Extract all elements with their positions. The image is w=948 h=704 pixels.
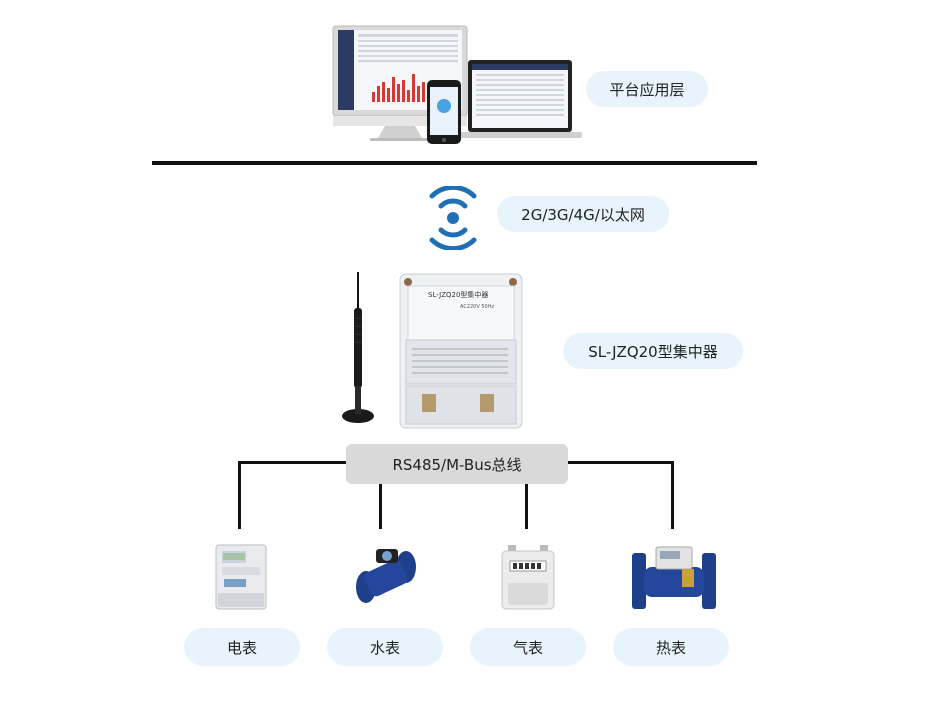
concentrator-device-illustration [340, 268, 530, 430]
bus-line-left [238, 461, 348, 464]
water-meter-icon [352, 541, 418, 611]
bus-drop-water [379, 484, 382, 529]
concentrator-label: SL-JZQ20型集中器 [563, 333, 743, 369]
gas-meter-icon [500, 545, 556, 611]
wireless-signal-icon [426, 184, 480, 252]
meter-label-electric: 电表 [184, 628, 300, 666]
meter-label-water: 水表 [327, 628, 443, 666]
platform-devices-illustration [330, 22, 590, 147]
electric-meter-icon [214, 543, 268, 611]
bus-drop-electric [238, 461, 241, 529]
bus-drop-gas [525, 484, 528, 529]
meter-label-heat: 热表 [613, 628, 729, 666]
heat-meter-icon [630, 543, 718, 611]
platform-divider-line [152, 161, 757, 165]
network-label: 2G/3G/4G/以太网 [497, 196, 669, 232]
platform-layer-label: 平台应用层 [586, 71, 708, 107]
meter-label-gas: 气表 [470, 628, 586, 666]
bus-label-box: RS485/M-Bus总线 [346, 444, 568, 484]
bus-label: RS485/M-Bus总线 [392, 455, 522, 474]
bus-drop-heat [671, 461, 674, 529]
concentrator-panel-voltage: AC220V 50Hz [460, 304, 495, 310]
concentrator-panel-title: SL-JZQ20型集中器 [428, 291, 489, 299]
bus-line-right [566, 461, 674, 464]
